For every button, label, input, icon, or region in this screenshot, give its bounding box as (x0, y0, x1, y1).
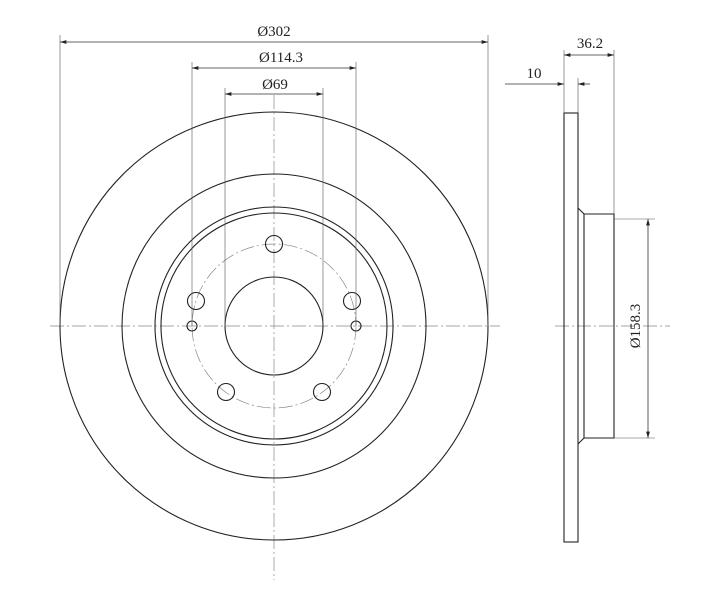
total-height-label: 36.2 (577, 36, 603, 52)
pcd-diameter-label: Ø114.3 (259, 50, 303, 66)
side-view: 36.2 10 Ø158.3 (505, 36, 670, 543)
hat-diameter-label: Ø158.3 (628, 304, 644, 349)
side-hat-profile (577, 207, 615, 445)
hat-outer-circle (154, 206, 394, 446)
disc-thickness-label: 10 (527, 66, 542, 82)
outer-diameter-label: Ø302 (257, 24, 290, 40)
bolt-hole (186, 291, 206, 311)
front-view: Ø302 Ø114.3 Ø69 (50, 24, 500, 580)
hat-inner-circle (160, 212, 388, 440)
bolt-hole (264, 234, 284, 254)
bolt-hole (216, 382, 236, 402)
bolt-hole (312, 382, 332, 402)
center-bore-label: Ø69 (262, 77, 288, 93)
side-disc-flange (563, 112, 579, 543)
friction-ring-inner-circle (121, 173, 427, 479)
bolt-hole (342, 291, 362, 311)
